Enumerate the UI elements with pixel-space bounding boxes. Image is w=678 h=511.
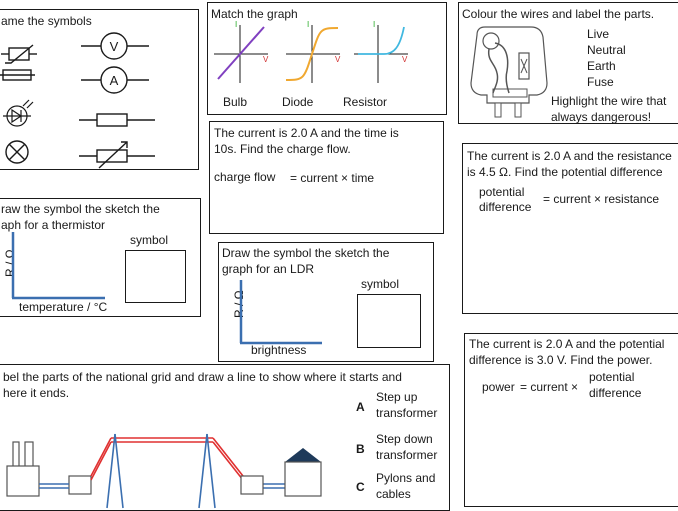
voltmeter-symbol <box>81 32 149 60</box>
thermistor-title-line2: aph for a thermistor <box>1 218 106 232</box>
match-graph-panel: Match the graph I I I V V V Bulb Diode R… <box>207 2 447 115</box>
step-up-transformer <box>68 475 92 495</box>
axis-v-label-3: V <box>402 55 408 64</box>
lamp-symbol <box>5 140 29 164</box>
grid-title-line1: bel the parts of the national grid and d… <box>3 370 402 384</box>
plug-highlight-line2: always dangerous! <box>551 110 652 124</box>
iv-graphs: I I I V V V <box>214 20 408 83</box>
axis-v-label-1: V <box>263 55 269 64</box>
symbols-title: ame the symbols <box>1 14 92 28</box>
national-grid-panel: bel the parts of the national grid and d… <box>0 364 450 511</box>
plug-part-fuse: Fuse <box>587 75 614 89</box>
grid-item-c-line1: Pylons and <box>376 471 436 485</box>
pylon-right <box>198 433 216 509</box>
fuse-symbol <box>0 69 35 81</box>
led-symbol <box>3 99 34 127</box>
ammeter-symbol <box>81 66 149 94</box>
charge-flow-panel: The current is 2.0 A and the time is 10s… <box>209 121 444 234</box>
power-lhs: power <box>482 380 515 394</box>
plug-title: Colour the wires and label the parts. <box>462 7 655 21</box>
axis-i-label-2: I <box>307 20 309 29</box>
svg-text:A: A <box>110 73 119 88</box>
thermistor-symbol <box>1 44 37 64</box>
plug-highlight-line1: Highlight the wire that <box>551 94 667 108</box>
resistor-symbol <box>79 113 155 127</box>
grid-item-c-line2: cables <box>376 487 411 501</box>
thermistor-panel: raw the symbol the sketch the aph for a … <box>0 198 201 317</box>
power-station <box>6 441 40 497</box>
grid-title-line2: here it ends. <box>3 386 70 400</box>
ldr-title-line1: Draw the symbol the sketch the <box>222 246 390 260</box>
ldr-symbol-box[interactable] <box>357 294 421 348</box>
diode-curve <box>285 27 339 81</box>
thermistor-symbol-box[interactable] <box>125 250 186 303</box>
ldr-axes <box>239 280 322 345</box>
pd-question-line1: The current is 2.0 A and the resistance <box>467 149 672 163</box>
grid-item-b-letter: B <box>356 442 365 456</box>
thermistor-axes <box>11 232 105 300</box>
plug-part-neutral: Neutral <box>587 43 626 57</box>
grid-item-a-line1: Step up <box>376 390 418 404</box>
graph-label-diode: Diode <box>282 95 314 109</box>
circuit-symbols: V A <box>0 32 155 169</box>
plug-part-live: Live <box>587 27 610 41</box>
grid-item-a-line2: transformer <box>376 406 438 420</box>
charge-question-line1: The current is 2.0 A and the time is <box>214 126 399 140</box>
axis-i-label-3: I <box>373 20 375 29</box>
graph-label-resistor: Resistor <box>343 95 388 109</box>
plug-panel: Colour the wires and label the parts. Li… <box>458 2 678 124</box>
potential-difference-panel: The current is 2.0 A and the resistance … <box>462 143 678 314</box>
charge-question-line2: 10s. Find the charge flow. <box>214 142 351 156</box>
ldr-title-line2: graph for an LDR <box>222 262 315 276</box>
pd-rhs: = current × resistance <box>543 192 660 206</box>
power-question-line1: The current is 2.0 A and the potential <box>469 337 665 351</box>
charge-formula-lhs: charge flow <box>214 170 276 184</box>
plug-part-earth: Earth <box>587 59 616 73</box>
national-grid-diagram <box>6 433 322 509</box>
symbols-panel: ame the symbols V A <box>0 9 199 170</box>
charge-formula-rhs: = current × time <box>290 171 375 185</box>
pd-lhs-line2: difference <box>479 200 532 214</box>
pd-lhs-line1: potential <box>479 185 525 199</box>
axis-i-label-1: I <box>235 20 237 29</box>
grid-item-b-line1: Step down <box>376 432 433 446</box>
grid-item-c-letter: C <box>356 480 365 494</box>
grid-item-b-line2: transformer <box>376 448 438 462</box>
power-rhs2-line1: potential <box>589 370 635 384</box>
house <box>284 448 322 497</box>
power-question-line2: difference is 3.0 V. Find the power. <box>469 353 653 367</box>
pylon-left <box>106 433 124 509</box>
plug-diagram <box>470 26 548 118</box>
power-panel: The current is 2.0 A and the potential d… <box>464 333 678 507</box>
match-graph-title: Match the graph <box>211 7 298 21</box>
ldr-symbol-label: symbol <box>361 277 400 291</box>
svg-text:V: V <box>110 39 119 54</box>
variable-resistor-symbol <box>79 141 155 169</box>
thermistor-title-line1: raw the symbol the sketch the <box>1 202 160 216</box>
grid-item-a-letter: A <box>356 400 365 414</box>
thermistor-x-axis: temperature / °C <box>19 300 108 314</box>
axis-v-label-2: V <box>335 55 341 64</box>
power-rhs2-line2: difference <box>589 386 642 400</box>
bulb-curve <box>217 26 265 80</box>
pd-question-line2: is 4.5 Ω. Find the potential difference <box>467 165 663 179</box>
step-down-transformer <box>240 475 264 495</box>
ldr-panel: Draw the symbol the sketch the graph for… <box>218 242 434 362</box>
ldr-x-axis: brightness <box>251 343 307 357</box>
graph-label-bulb: Bulb <box>223 95 248 109</box>
resistor-curve <box>358 26 405 55</box>
thermistor-symbol-label: symbol <box>130 233 169 247</box>
power-rhs: = current × <box>520 380 579 394</box>
